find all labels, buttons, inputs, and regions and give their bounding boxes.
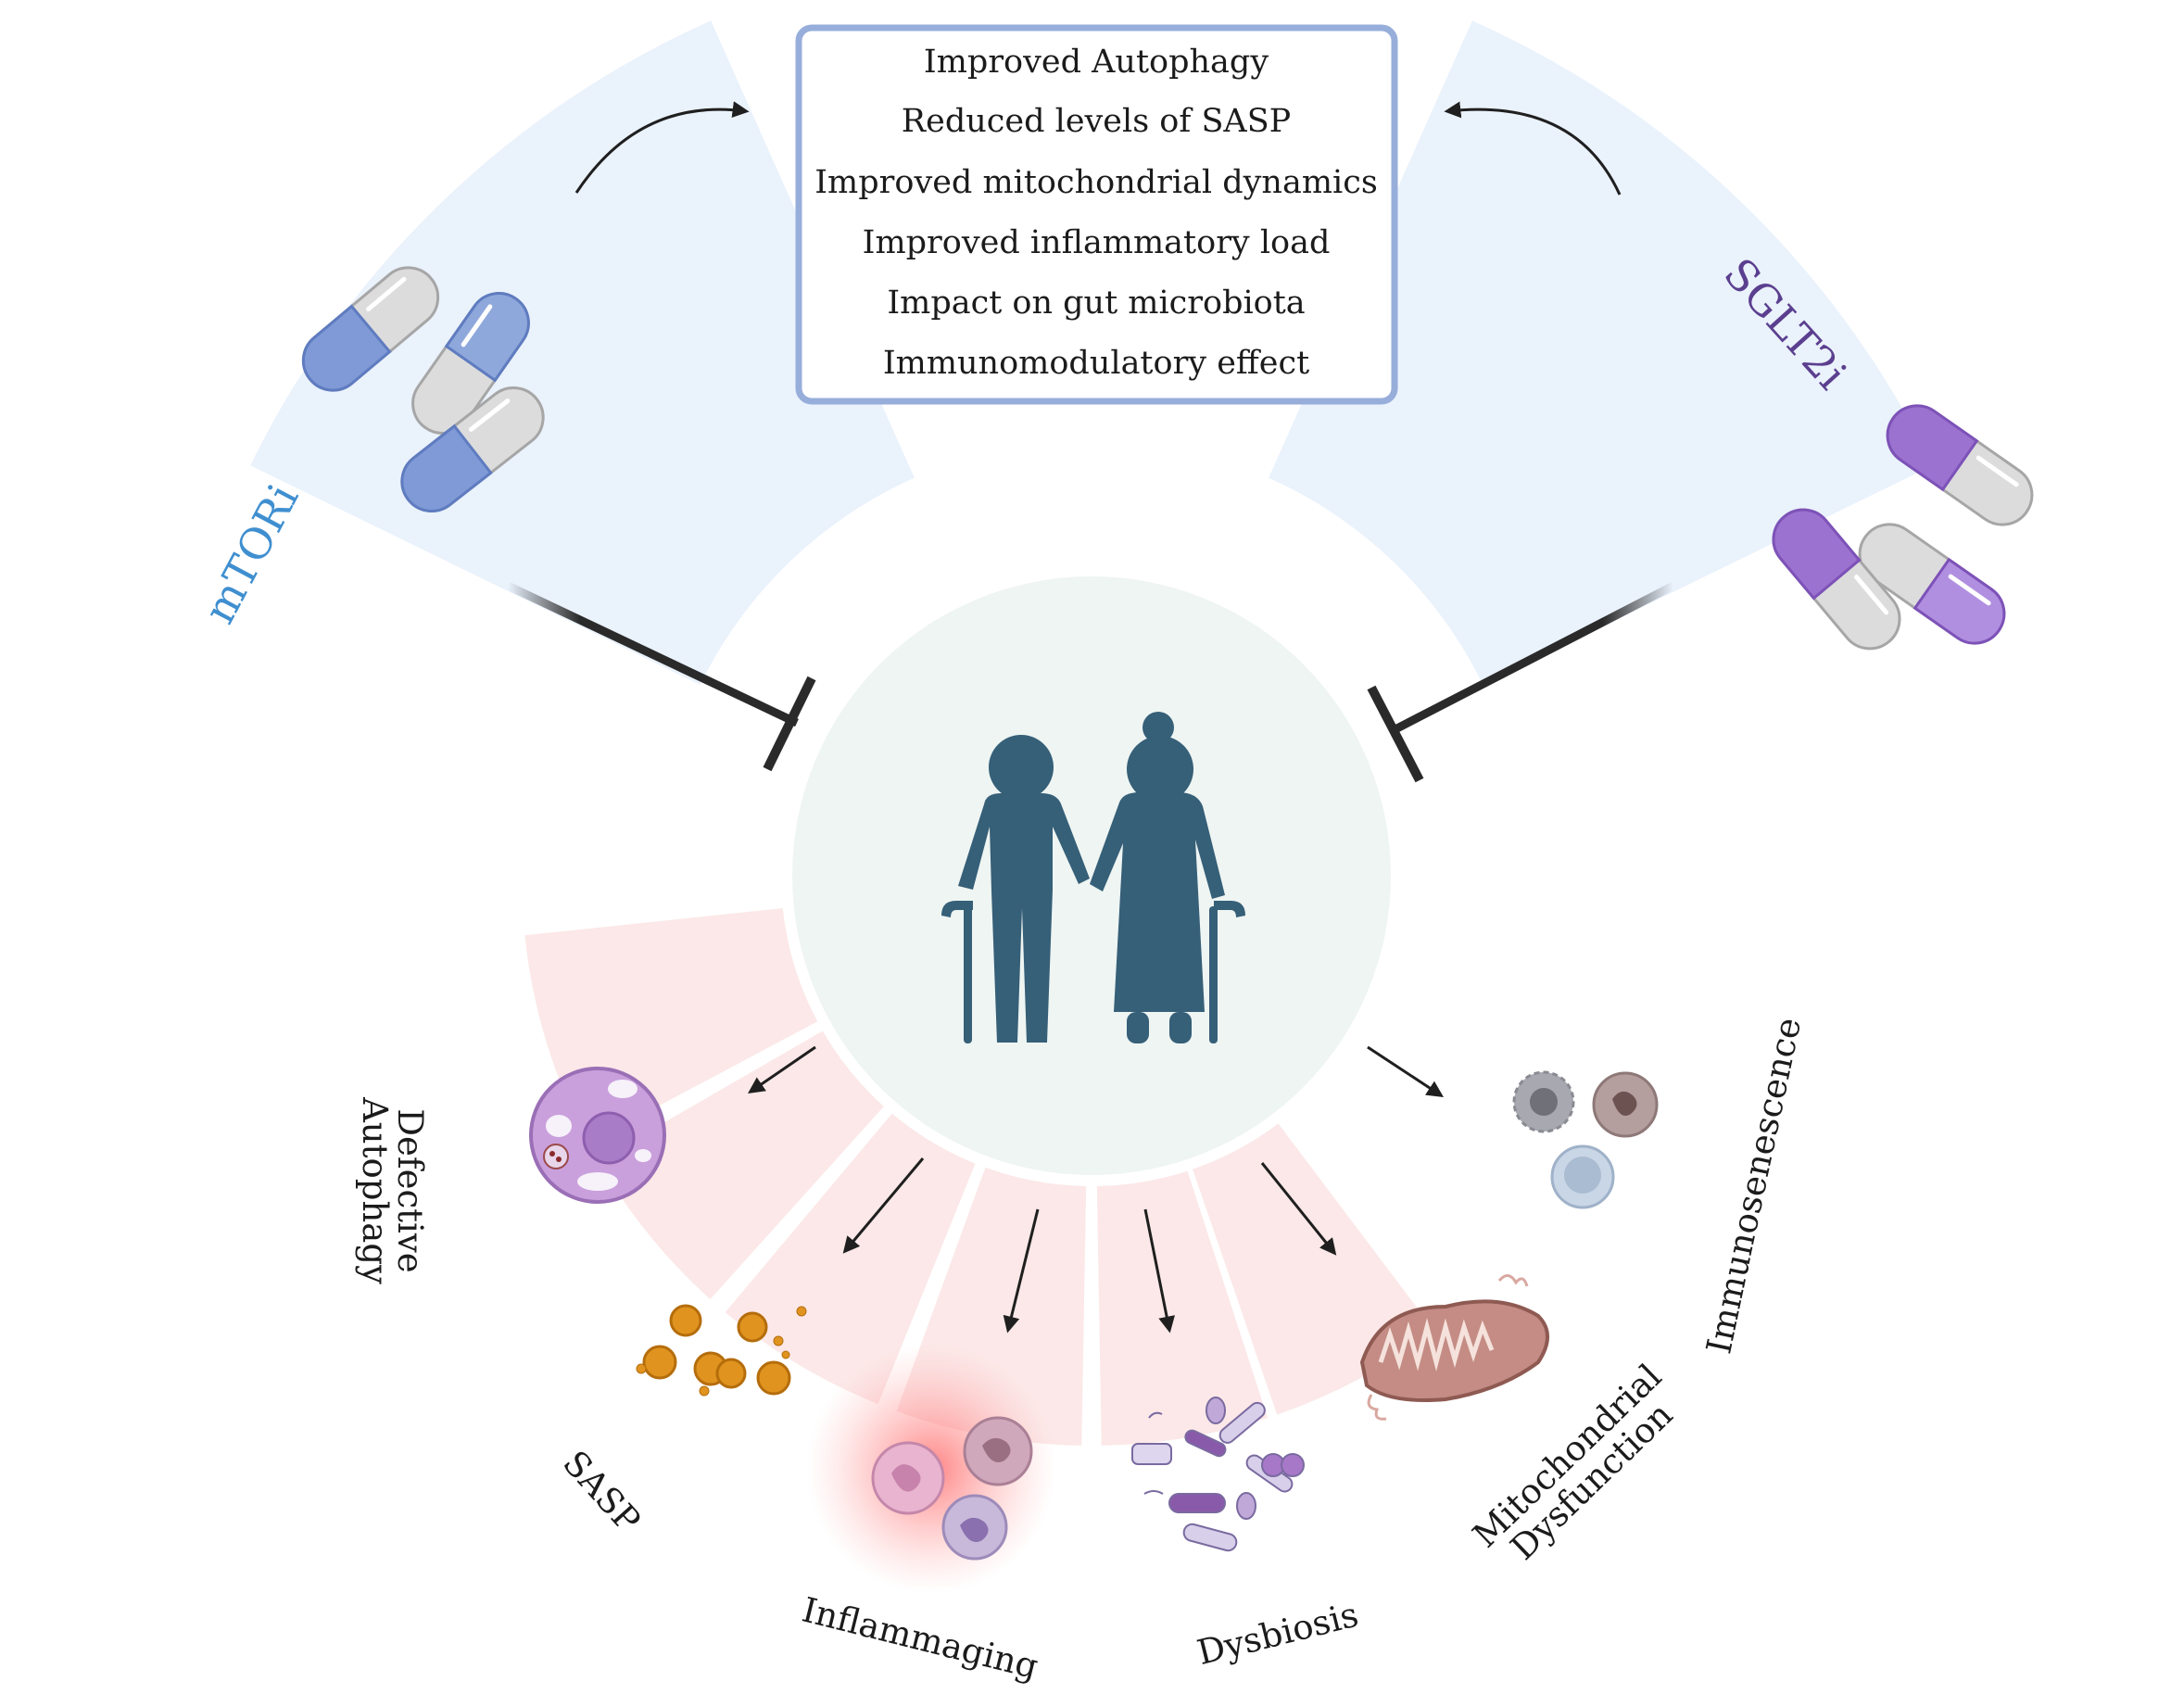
autophagy-cell-icon <box>529 1067 666 1204</box>
immune-cells-icon <box>1512 1070 1659 1209</box>
benefit-item: Immunomodulatory effect <box>883 345 1309 382</box>
label-mitochondrial-dysfunction: Mitochondrial Dysfunction <box>1465 1357 1680 1568</box>
label-dysbiosis: Dysbiosis <box>1193 1595 1362 1674</box>
sasp-vesicles-icon <box>636 1304 807 1397</box>
arrow-sglt2i-to-box <box>1444 101 1622 196</box>
mitochondrion-icon <box>1359 1274 1549 1421</box>
label-immunosenescence: Immunosenescence <box>1698 1014 1809 1357</box>
sglt2i-pill-icon <box>1772 404 2034 651</box>
benefit-item: Improved mitochondrial dynamics <box>814 164 1378 201</box>
mtori-label: mTORi <box>194 476 308 632</box>
center-circle <box>792 576 1391 1175</box>
mtori-pill-icon <box>301 266 545 512</box>
benefit-item: Improved inflammatory load <box>863 224 1331 261</box>
inflamed-cells-icon <box>806 1344 1056 1594</box>
benefit-item: Reduced levels of SASP <box>902 103 1291 140</box>
label-inflammaging: Inflammaging <box>798 1590 1042 1688</box>
bacteria-icon <box>1131 1397 1305 1552</box>
category-label: Defective <box>390 1108 430 1272</box>
label-defective-autophagy: Defective Autophagy <box>355 1096 430 1284</box>
benefits-box: Improved Autophagy Reduced levels of SAS… <box>795 24 1398 405</box>
sglt2i-band <box>1269 20 1933 685</box>
elderly-couple-icon <box>941 712 1245 1043</box>
center-arrows <box>748 1045 1445 1334</box>
sglt2i-inhibition-line <box>1367 582 1676 783</box>
arrow-mtori-to-box <box>574 101 750 194</box>
label-sasp: SASP <box>555 1443 648 1540</box>
benefit-item: Improved Autophagy <box>924 44 1269 81</box>
sasp-band <box>598 1030 884 1300</box>
category-label: Autophagy <box>355 1096 395 1284</box>
mitochondrial-dysfunction-band <box>1096 1170 1269 1446</box>
mtori-band <box>250 20 915 685</box>
inflammaging-band <box>725 1113 976 1405</box>
benefit-item: Impact on gut microbiota <box>887 284 1305 322</box>
mtori-inhibition-line <box>506 581 816 772</box>
